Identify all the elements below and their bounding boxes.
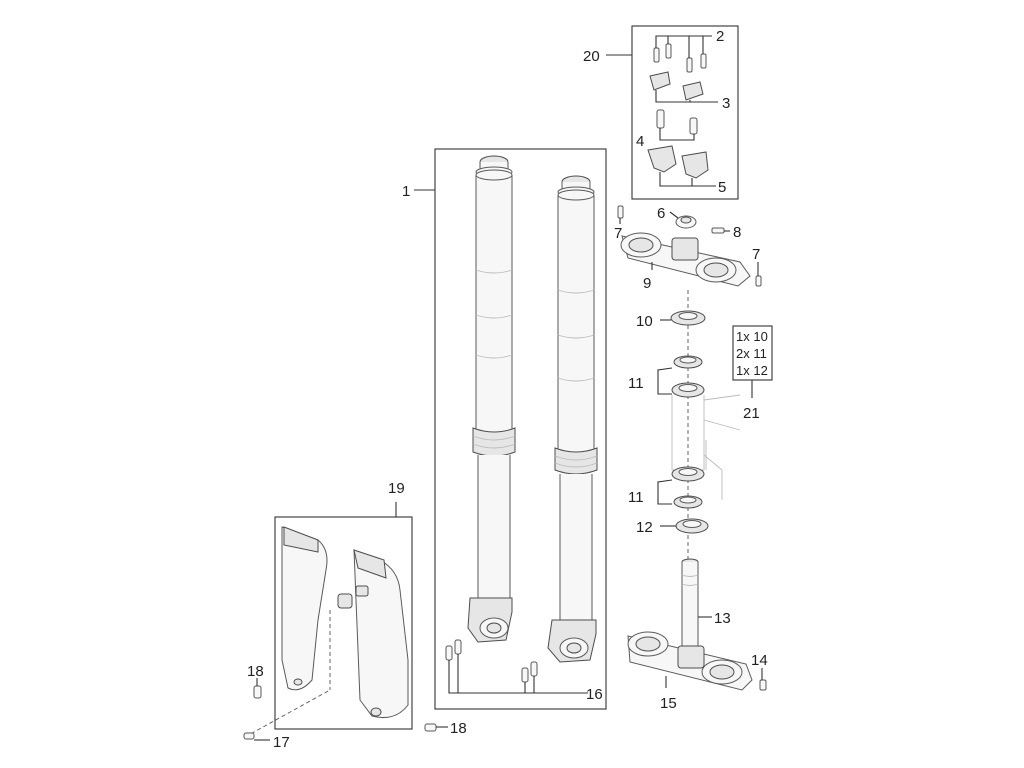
clamp-tops-3 (649, 71, 704, 101)
fork-guard-box (274, 516, 413, 730)
bearing-upper-11 (671, 355, 705, 398)
fork-assembly-box (434, 148, 607, 710)
callout-6: 6 (657, 205, 665, 222)
callout-4: 4 (636, 133, 644, 150)
callout-7-left: 7 (614, 225, 622, 242)
callout-10: 10 (636, 313, 653, 330)
fork-leg-right (547, 175, 598, 663)
clamp-bolts-4 (656, 109, 698, 135)
callout-13: 13 (714, 610, 731, 627)
callout-14: 14 (751, 652, 768, 669)
handlebar-clamp-box (631, 25, 739, 200)
callout-7-right: 7 (752, 246, 760, 263)
callout-20: 20 (583, 48, 600, 65)
guard-clip (337, 585, 369, 609)
fork-guard-right (353, 549, 409, 719)
kit-21-line2: 2x 11 (736, 346, 767, 361)
clamp-bolts-2 (653, 43, 707, 73)
callout-5: 5 (718, 179, 726, 196)
callout-18-right: 18 (450, 720, 467, 737)
fork-leg-left (467, 155, 516, 643)
steering-stem-13 (681, 558, 699, 651)
callout-11-lower: 11 (628, 489, 644, 506)
callout-12: 12 (636, 519, 653, 536)
callout-8: 8 (733, 224, 741, 241)
callout-11-upper: 11 (628, 375, 644, 392)
callout-18-left: 18 (247, 663, 264, 680)
callout-9: 9 (643, 275, 651, 292)
callout-15: 15 (660, 695, 677, 712)
callout-16: 16 (586, 686, 603, 703)
upper-triple-clamp (617, 205, 762, 287)
pinch-bolts (445, 639, 538, 683)
fork-guard-left (281, 526, 328, 691)
clamp-bases-5 (647, 145, 709, 179)
callout-2: 2 (716, 28, 724, 45)
lower-triple-clamp-15 (627, 631, 767, 691)
kit-21-line3: 1x 12 (736, 363, 768, 378)
callout-19: 19 (388, 480, 405, 497)
frame-head-tube (671, 394, 741, 500)
callout-3: 3 (722, 95, 730, 112)
dust-seal-10 (670, 310, 706, 326)
callout-1: 1 (402, 183, 410, 200)
callout-17: 17 (273, 734, 290, 751)
kit-21-line1: 1x 10 (736, 329, 768, 344)
bearing-lower-11 (671, 466, 705, 509)
callout-21: 21 (743, 405, 760, 422)
seal-ring-12 (675, 518, 709, 534)
